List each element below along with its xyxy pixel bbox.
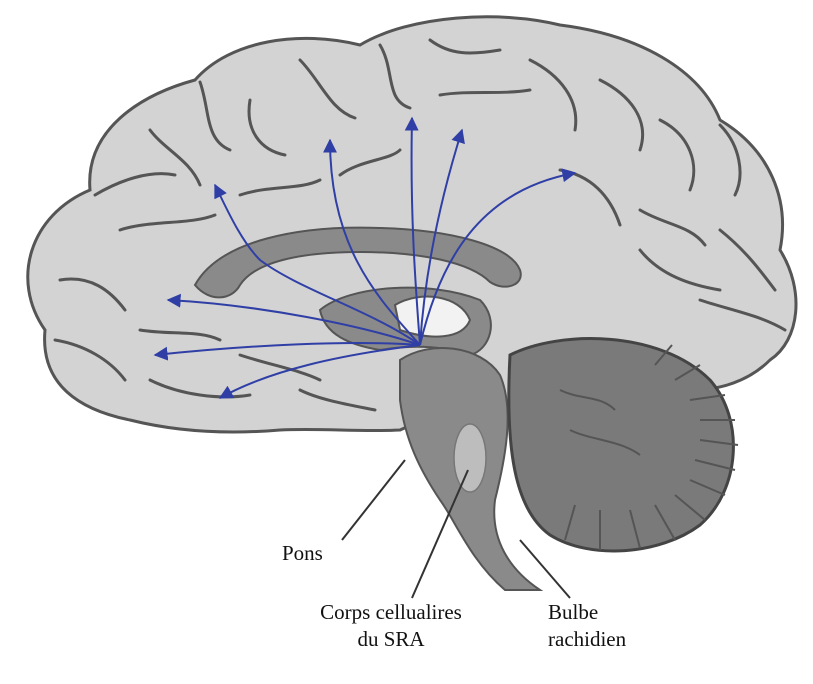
medulla-label-line-1: Bulbe [548,599,626,626]
medulla-label: Bulbe rachidien [548,599,626,653]
sra-label-line-2: du SRA [306,626,476,653]
pons-label: Pons [282,540,323,567]
sra-cell-bodies [454,424,486,492]
sra-label-line-1: Corps cellualires [306,599,476,626]
sra-cell-bodies-label: Corps cellualires du SRA [306,599,476,653]
medulla-label-line-2: rachidien [548,626,626,653]
